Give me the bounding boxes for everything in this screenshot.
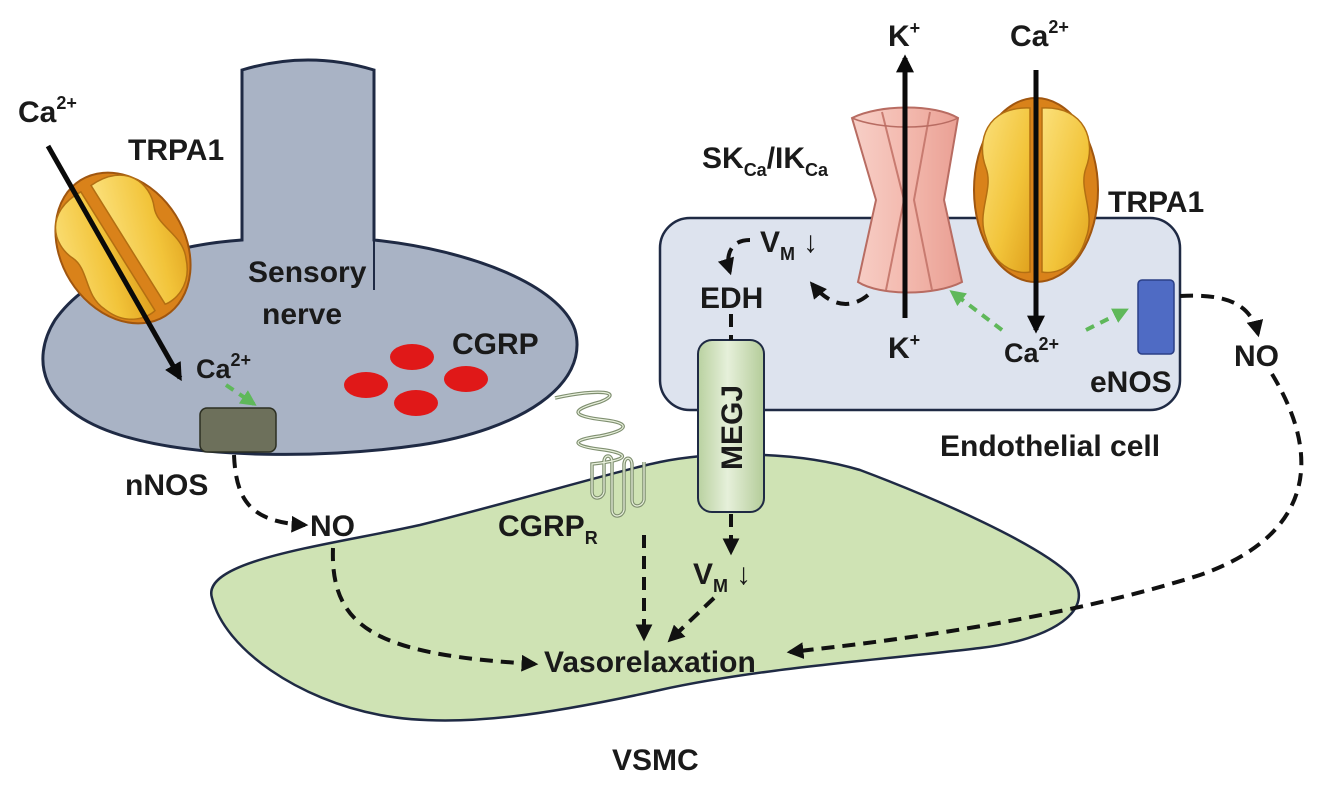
enos-to-no-arrow	[1179, 293, 1264, 338]
skca-to-vm-arrow	[809, 281, 870, 306]
trpa1-label-left: TRPA1	[128, 134, 224, 167]
vsmc-label: VSMC	[612, 744, 699, 777]
ca-to-nnos-arrow	[224, 383, 257, 406]
enos-enzyme	[1137, 279, 1175, 355]
edh-label: EDH	[700, 282, 763, 315]
cgrp-vesicle	[444, 366, 488, 392]
no-right-to-vasorelaxation-arrow	[786, 372, 1304, 659]
ca-label-left-inside: Ca2+	[196, 350, 251, 384]
cgrp-label: CGRP	[452, 328, 539, 361]
endothelial-cell-label: Endothelial cell	[940, 430, 1160, 463]
no-label-right: NO	[1234, 340, 1279, 373]
cgrp-vesicles	[344, 344, 488, 416]
cgrp-vesicle	[344, 372, 388, 398]
vm-to-edh-arrow	[717, 238, 751, 276]
ca-to-enos-arrow	[1085, 308, 1129, 332]
nnos-label: nNOS	[125, 469, 208, 502]
cgrp-vesicle	[394, 390, 438, 416]
cgrp-receptor-highlight	[554, 391, 645, 517]
ca-label-right-inside: Ca2+	[1004, 334, 1059, 368]
ca-to-skca-arrow	[949, 290, 1004, 332]
cgrp-vesicle	[390, 344, 434, 370]
trpa1-label-right: TRPA1	[1108, 186, 1204, 219]
ca-label-right-top: Ca2+	[1010, 17, 1069, 53]
enos-label: eNOS	[1090, 366, 1172, 399]
no-label-left: NO	[310, 510, 355, 543]
no-left-to-vasorelaxation-arrow	[330, 547, 539, 672]
skca-ikca-label: SKCa/IKCa	[702, 142, 829, 180]
megj-label: MEGJ	[716, 385, 749, 470]
k-label-top: K+	[888, 18, 920, 53]
trpa1-channel-left	[54, 171, 192, 325]
sensory-nerve-terminal	[41, 58, 579, 456]
nnos-enzyme	[199, 407, 277, 453]
vm-to-vasorelaxation-arrow	[667, 596, 716, 643]
sensory-nerve-label-line1: Sensory	[248, 256, 367, 289]
cgrp-receptor-label: CGRPR	[498, 510, 598, 548]
ca-label-left-top: Ca2+	[18, 93, 77, 129]
vm-label-lower: VM↓	[693, 558, 751, 596]
ca-influx-arrow-left	[45, 144, 183, 382]
vm-label-upper: VM↓	[760, 226, 818, 264]
nnos-to-no-arrow	[232, 454, 309, 533]
sensory-nerve-label-line2: nerve	[262, 298, 342, 331]
k-label-bottom: K+	[888, 330, 920, 365]
vasorelaxation-label: Vasorelaxation	[544, 646, 756, 679]
